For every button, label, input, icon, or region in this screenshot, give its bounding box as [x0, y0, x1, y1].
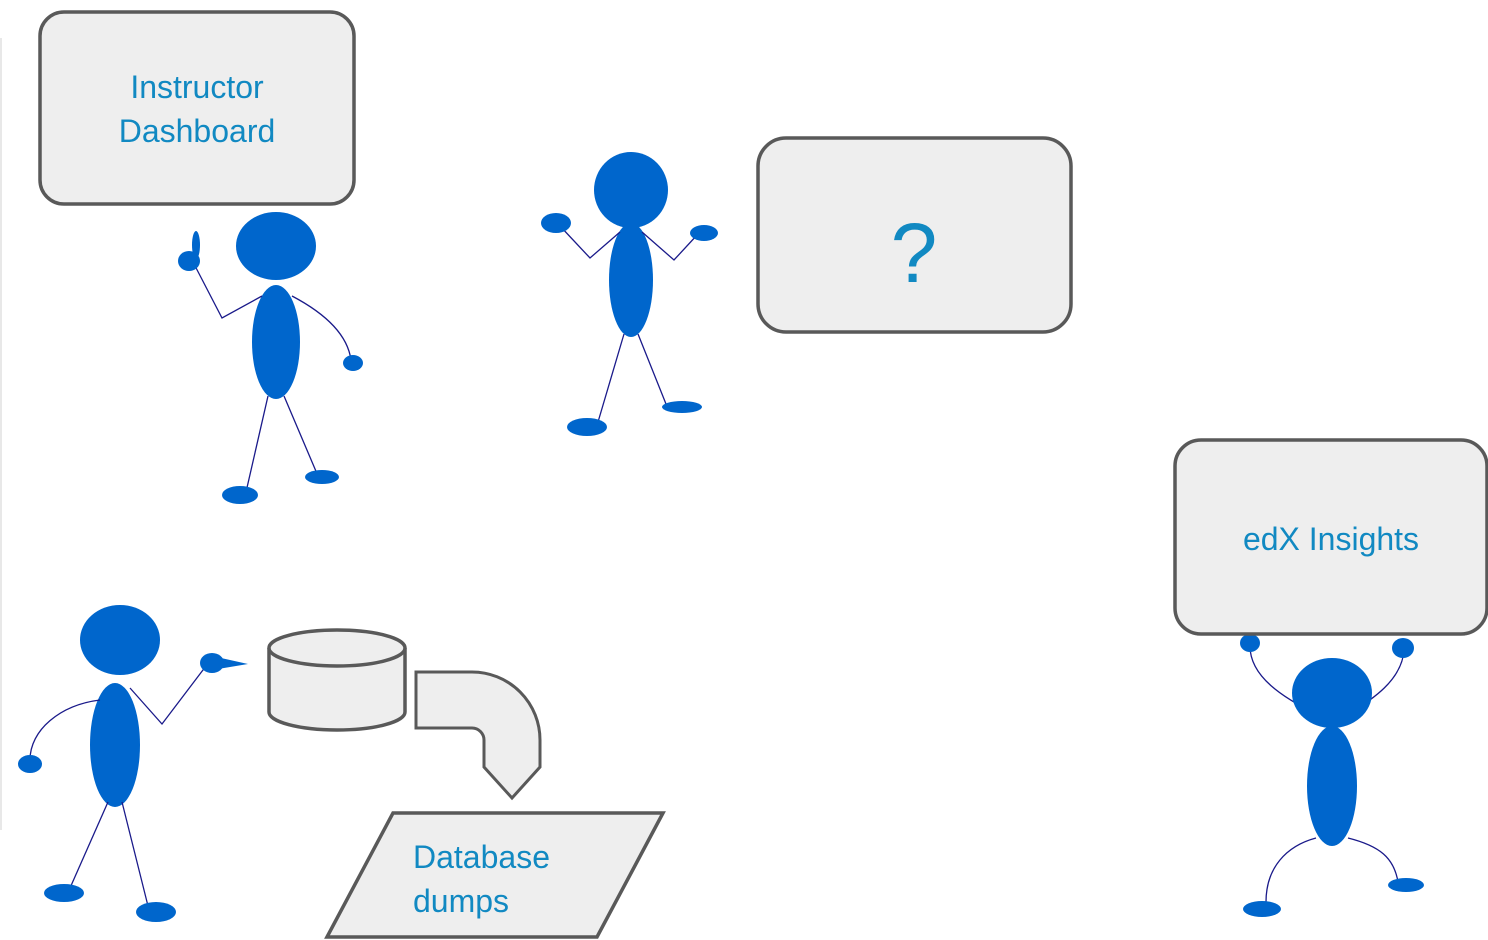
- stick-figure-icon: [541, 152, 718, 436]
- database-figure: Database dumps: [18, 605, 666, 939]
- database-dumps-line2: dumps: [413, 883, 509, 919]
- curved-arrow-icon: [414, 670, 542, 801]
- question-mark-text: ?: [891, 206, 938, 300]
- instructor-figure: Instructor Dashboard: [38, 10, 363, 504]
- insights-figure: edX Insights: [1173, 438, 1488, 917]
- instructor-dashboard-line1: Instructor: [130, 69, 264, 105]
- database-cylinder-icon: [267, 628, 407, 732]
- database-dumps-line1: Database: [413, 839, 550, 875]
- edx-insights-text: edX Insights: [1243, 521, 1419, 557]
- shrug-figure: ?: [541, 136, 1073, 436]
- question-box: [756, 136, 1073, 334]
- stick-figure-icon: [178, 212, 363, 504]
- stick-figure-icon: [1240, 634, 1424, 917]
- instructor-dashboard-box: [38, 10, 356, 206]
- edx-insights-box: [1173, 438, 1488, 636]
- stick-figure-icon: [18, 605, 248, 922]
- instructor-dashboard-line2: Dashboard: [119, 113, 276, 149]
- document-parallelogram-icon: [324, 811, 666, 939]
